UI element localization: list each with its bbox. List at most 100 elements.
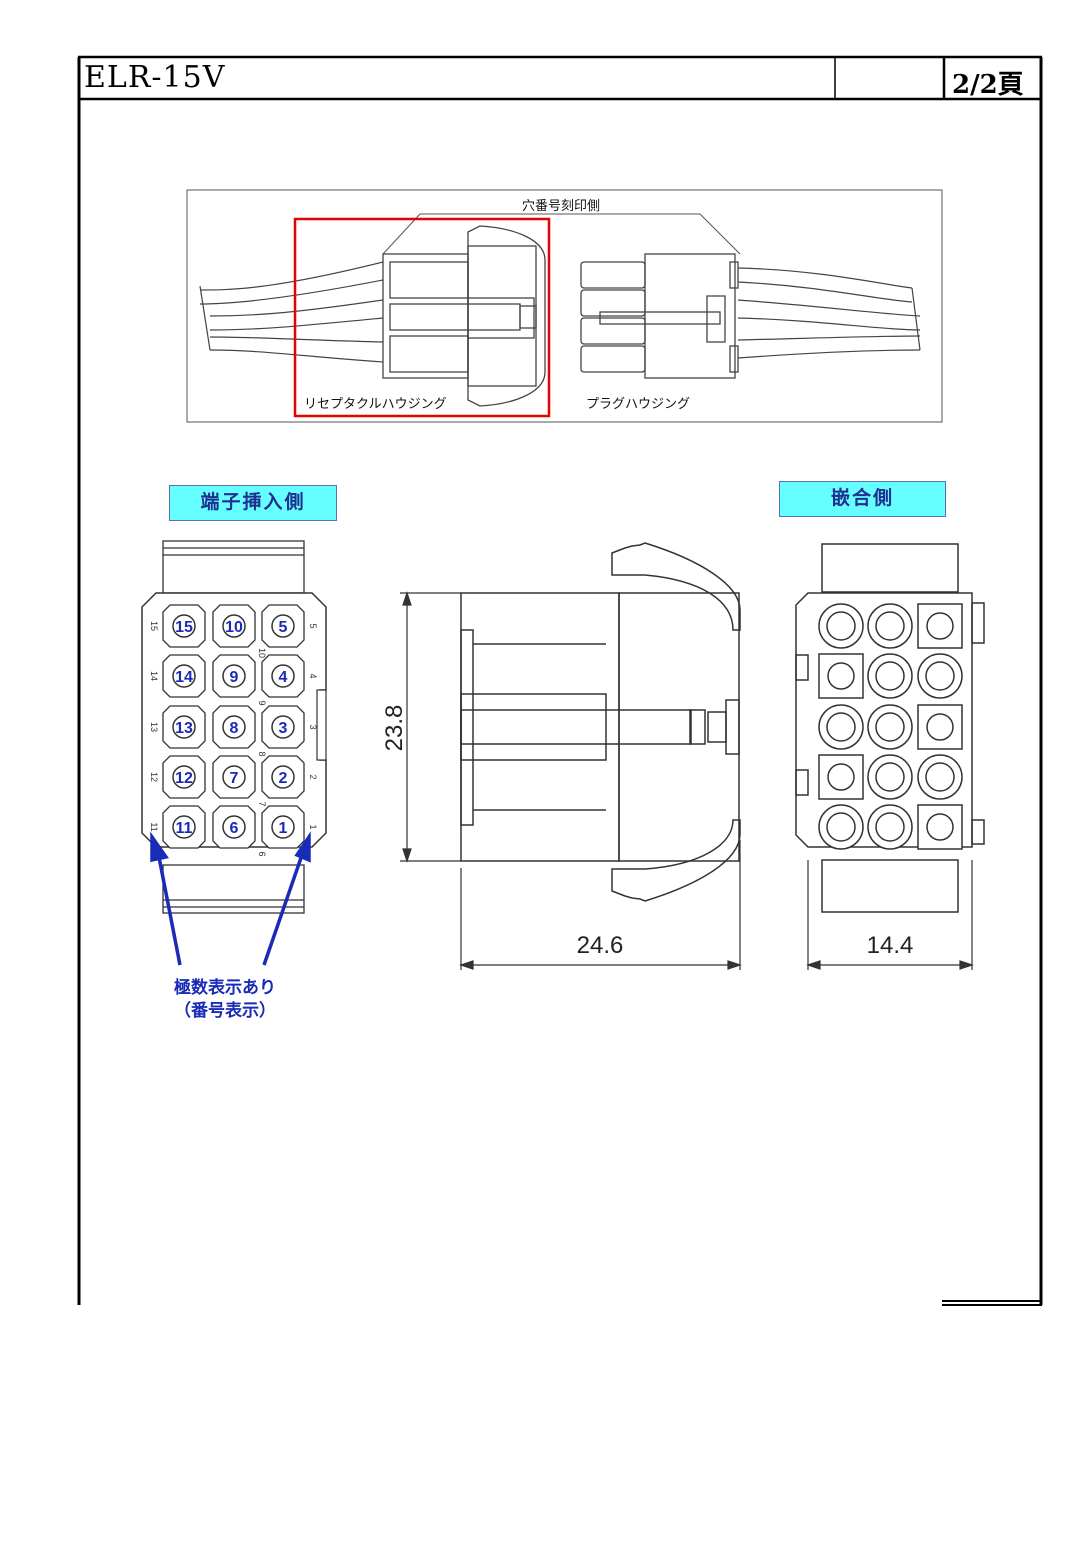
mating-cavity-inner [925,762,955,792]
side-mark: 10 [257,648,267,658]
cavity-number-ring [271,815,295,839]
cavity-number-ring [172,765,196,789]
cavity-number: 1 [279,820,288,837]
marking-arrows [150,831,311,966]
cavity-number: 12 [175,770,193,787]
cavity-number: 10 [225,619,243,636]
cavity-cell [162,805,206,849]
page-number: 2/2頁 [952,70,1024,100]
mating-width-dimension: 14.4 [867,932,914,959]
cavity-number: 6 [230,820,239,837]
dimension-lines [400,591,974,970]
cavity-number-ring [172,614,196,638]
side-mark: 7 [257,801,267,806]
mating-cavity-inner [926,612,954,640]
cavity-cell [212,755,256,799]
mating-cavity-inner [827,763,855,791]
cavity-number-ring [271,664,295,688]
mating-cavity-round [917,754,963,800]
cavity-number-ring [222,614,246,638]
cavity-cell [261,705,305,749]
mating-cavity-round [917,653,963,699]
cavity-number-ring [271,715,295,739]
side-mark: 1 [308,824,318,829]
width-dimension: 24.6 [577,932,624,959]
side-mark: 9 [257,700,267,705]
mating-side-title: 嵌合側 [779,481,946,517]
side-mark: 3 [308,724,318,729]
cavity-number: 11 [176,820,193,837]
cavity-number-ring [172,715,196,739]
side-mark: 6 [257,851,267,856]
cavity-cell [261,654,305,698]
side-mark: 2 [308,774,318,779]
side-mark: 8 [257,751,267,756]
height-dimension: 23.8 [381,705,408,752]
mating-cavity-round [867,754,913,800]
cavity-number-ring [222,664,246,688]
cavity-cell [162,755,206,799]
mating-cavity-inner [925,661,955,691]
mating-cavity-inner [875,611,905,641]
side-mark: 14 [149,671,159,681]
cavity-number-ring [271,614,295,638]
cavity-cell [261,805,305,849]
cavity-number: 7 [230,770,239,787]
pole-marking-note-sub: （番号表示） [174,1001,276,1021]
mating-cavity-round [818,704,864,750]
receptacle-highlight-box [293,217,551,418]
mating-cavity-square [818,754,864,800]
cavity-number: 8 [230,720,239,737]
mating-cavity-round [818,603,864,649]
mating-cavity-square [917,804,963,850]
mating-cavity-round [867,653,913,699]
cavity-number-ring [172,664,196,688]
mating-cavity-inner [926,813,954,841]
mating-cavity-inner [875,812,905,842]
mating-cavity-square [917,603,963,649]
cavity-number: 2 [279,770,288,787]
mating-cavity-square [917,704,963,750]
cavity-cell [261,755,305,799]
side-mark: 11 [149,822,159,831]
cavity-number-ring [271,765,295,789]
side-mark: 4 [308,673,318,678]
cavity-cell [212,705,256,749]
mating-cavity-inner [875,661,905,691]
mating-cavity-round [818,804,864,850]
side-mark: 5 [308,623,318,628]
cavity-number-ring [222,765,246,789]
cavity-cell [162,654,206,698]
mating-cavity-round [867,603,913,649]
mating-cavity-round [867,704,913,750]
side-mark: 12 [149,772,159,782]
cavity-cell [212,604,256,648]
side-profile-view [460,542,741,902]
title-frame [77,55,1043,1306]
cavity-number: 9 [230,669,239,686]
mating-side-view [795,543,985,913]
receptacle-housing-label: リセプタクルハウジング [304,396,447,411]
doc-title: ELR-15V [84,60,226,95]
mating-cavity-round [867,804,913,850]
mating-cavity-inner [827,662,855,690]
cavity-number: 5 [279,619,288,636]
cavity-number: 13 [175,720,193,737]
mating-cavity-inner [875,762,905,792]
cavity-cell [162,705,206,749]
cavity-number-ring [172,815,196,839]
side-mark: 13 [149,722,159,732]
cavity-number-ring [222,715,246,739]
cavity-cell [261,604,305,648]
mating-cavity-inner [926,713,954,741]
cavity-cell [162,604,206,648]
mating-cavity-inner [826,611,856,641]
plug-housing-label: プラグハウジング [586,396,690,411]
engraved-side-label: 穴番号刻印側 [522,198,600,213]
cavity-number: 15 [175,619,193,636]
cavity-cell [212,654,256,698]
mating-cavity-inner [826,712,856,742]
